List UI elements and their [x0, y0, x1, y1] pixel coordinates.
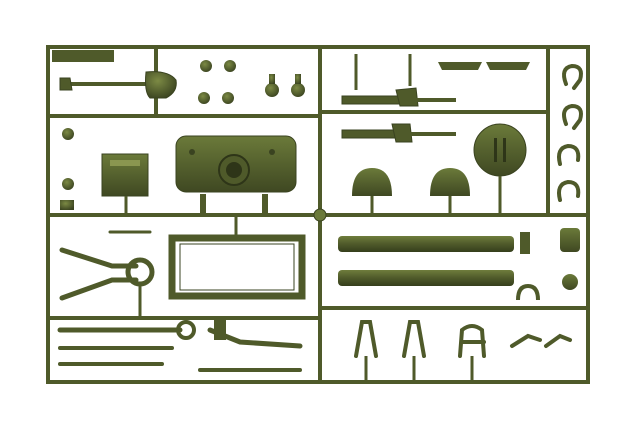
rod-parts	[57, 320, 303, 372]
hatch-part	[101, 153, 149, 197]
gun-barrel-parts	[338, 232, 530, 286]
shovel-part	[59, 71, 177, 99]
bracket-parts	[354, 320, 572, 358]
cupola-part	[473, 123, 527, 177]
travel-lock-part	[59, 230, 155, 301]
hook-parts	[557, 63, 583, 202]
cylinder-parts	[516, 228, 580, 301]
sprue-gates	[124, 176, 502, 382]
sprue-tag	[52, 50, 114, 62]
small-knob-parts	[198, 60, 305, 104]
rail-parts	[438, 62, 530, 70]
frame-part	[168, 234, 306, 300]
sprue-frame	[46, 45, 590, 384]
dome-parts	[352, 168, 470, 196]
hull-part	[175, 135, 297, 214]
sprue-junction	[313, 208, 327, 222]
round-parts-left	[60, 128, 74, 210]
machine-gun-parts	[341, 54, 456, 143]
